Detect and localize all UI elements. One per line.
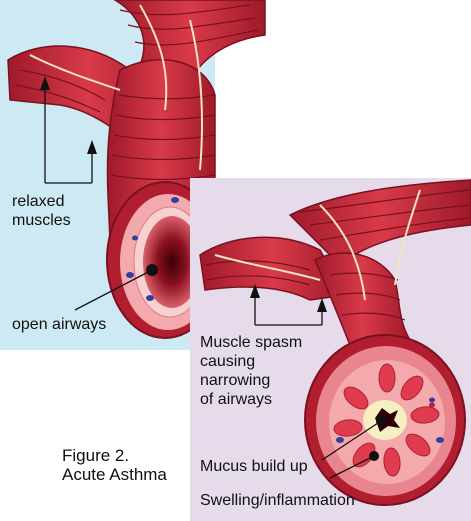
muscle-spasm-label-line1: Muscle spasm: [200, 333, 302, 352]
mucus-build-up-label: Mucus build up: [200, 457, 308, 476]
figure-caption-title: Acute Asthma: [62, 465, 167, 484]
muscle-spasm-label-line2: causing: [200, 352, 302, 371]
muscle-spasm-label-line4: of airways: [200, 390, 302, 409]
figure-caption-number: Figure 2.: [62, 446, 167, 465]
relaxed-muscles-label-line1: relaxed: [12, 192, 71, 211]
relaxed-muscles-label-line2: muscles: [12, 211, 71, 230]
muscle-spasm-label: Muscle spasm causing narrowing of airway…: [200, 333, 302, 409]
figure-caption: Figure 2. Acute Asthma: [62, 446, 167, 484]
swelling-inflammation-label: Swelling/inflammation: [200, 491, 355, 510]
open-airways-label: open airways: [12, 315, 106, 334]
muscle-spasm-label-line3: narrowing: [200, 371, 302, 390]
relaxed-muscles-label: relaxed muscles: [12, 192, 71, 230]
